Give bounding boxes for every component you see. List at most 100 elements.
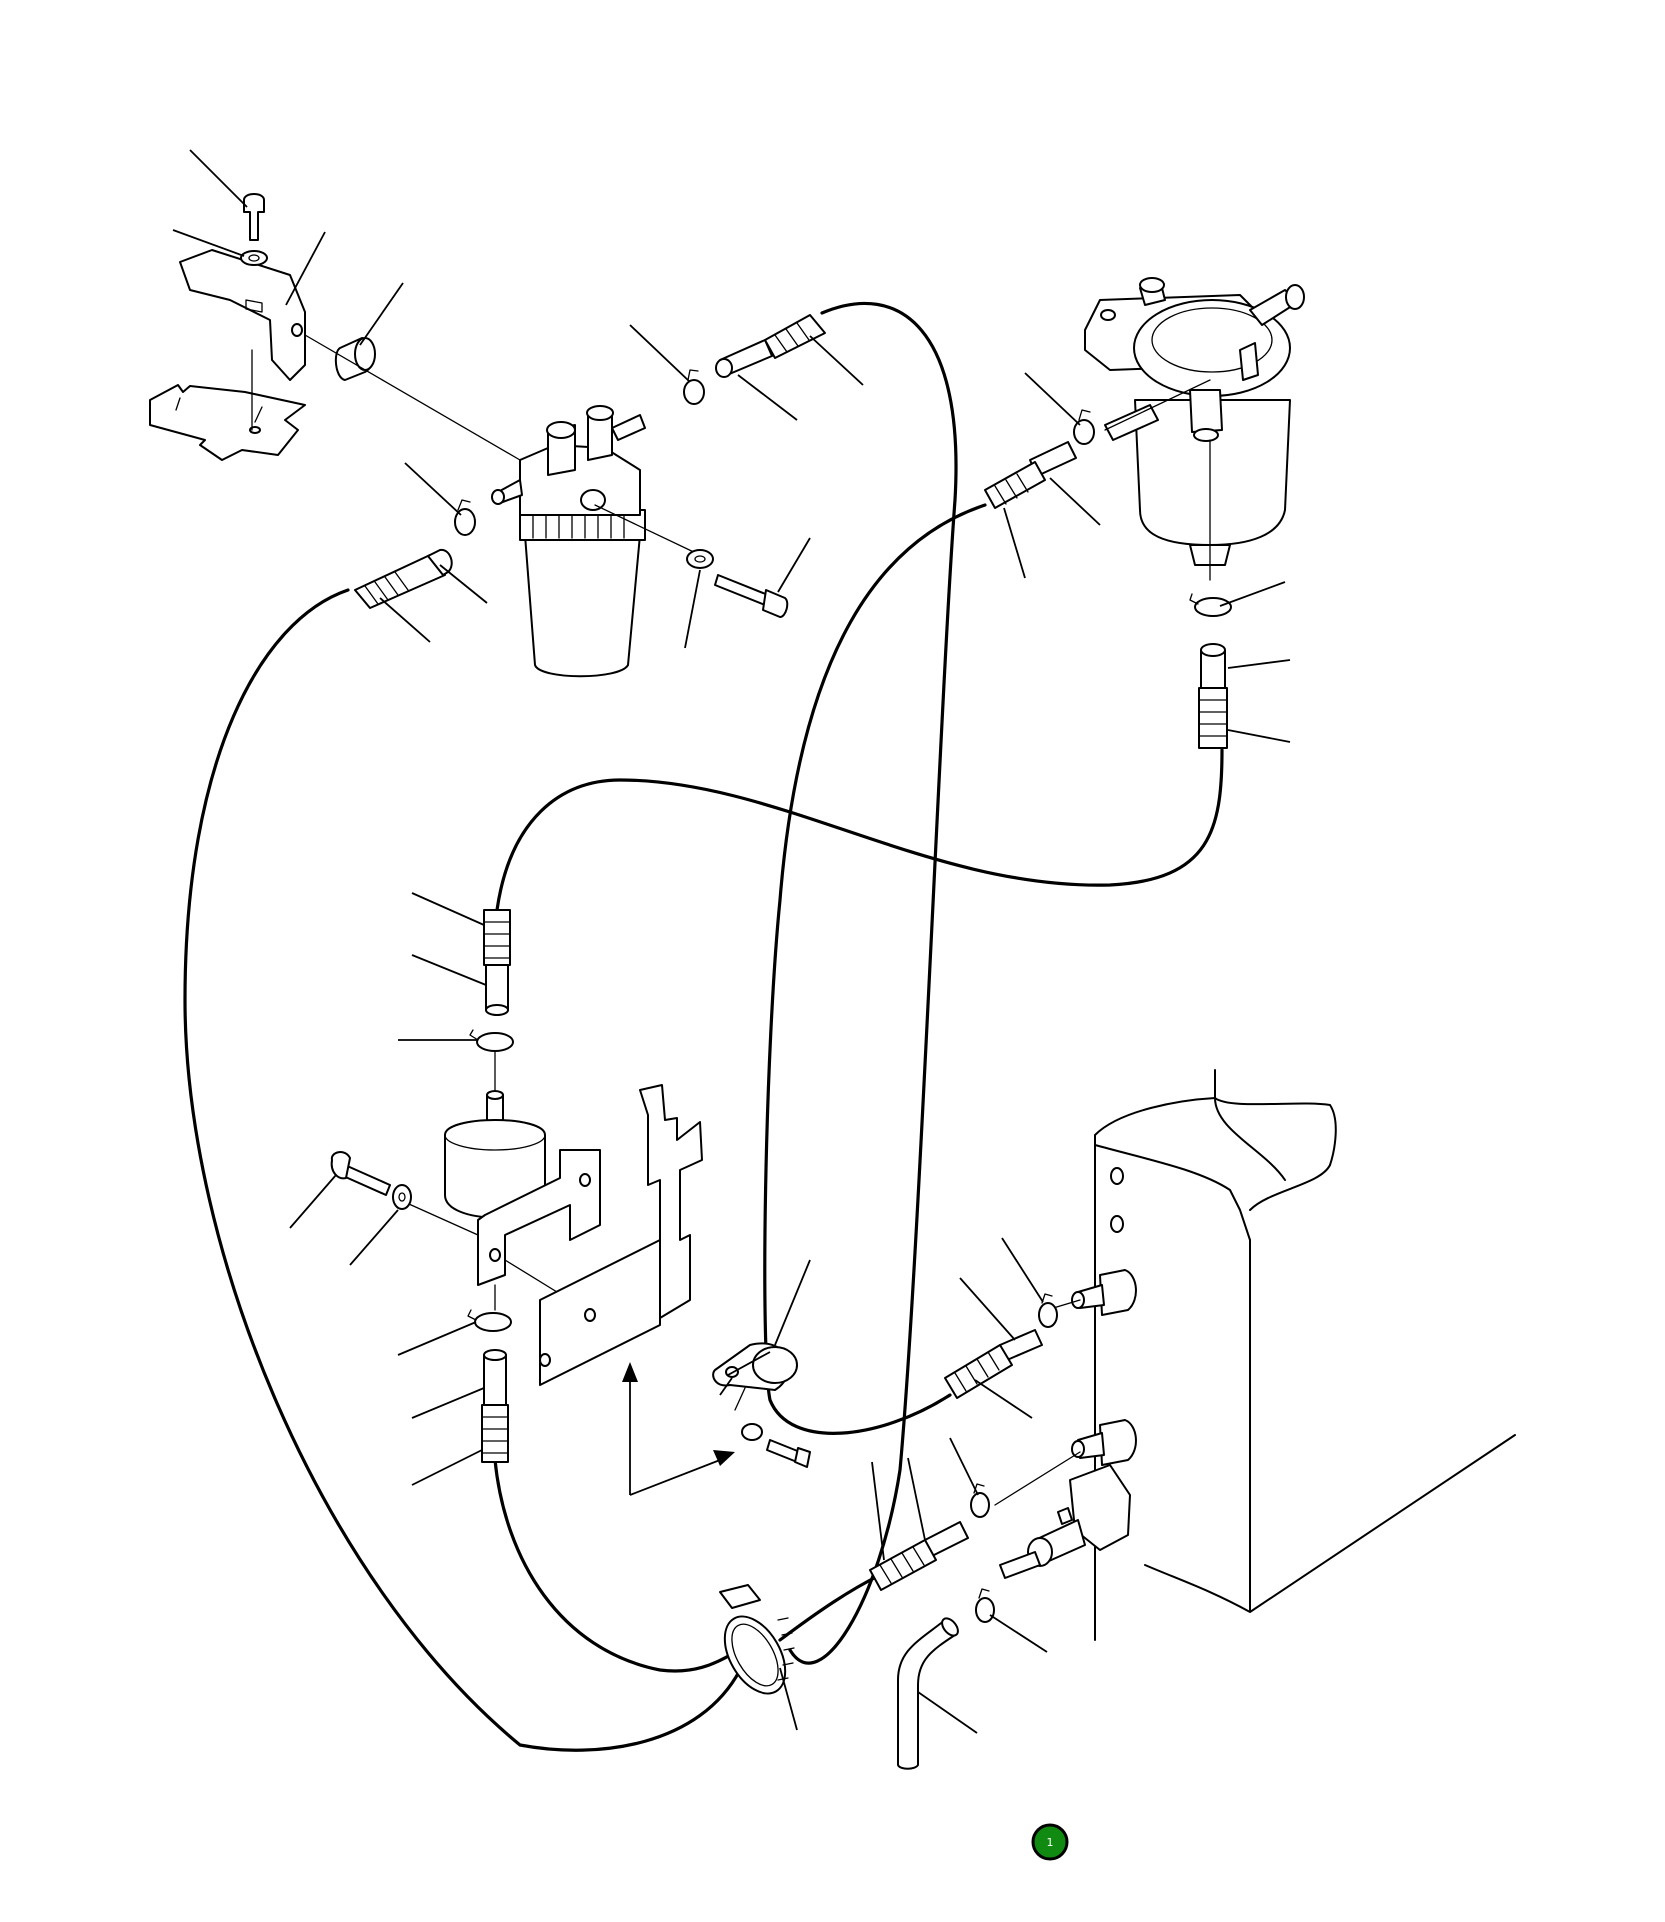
hose-clip: [454, 508, 476, 536]
leader-line: [1001, 1237, 1044, 1303]
p-clip-washer: [741, 1423, 763, 1441]
lock-washer-hole: [248, 254, 260, 262]
band-clamp-tail: [719, 1584, 761, 1609]
hose-clip-tab: [1078, 409, 1091, 421]
leader-line: [779, 1667, 798, 1731]
assembly-line: [994, 1451, 1081, 1506]
inline-filter-top: [444, 1119, 546, 1151]
bracket-hole: [489, 1248, 501, 1262]
lock-washer: [240, 250, 268, 266]
p-clip-loop: [752, 1346, 798, 1384]
lower-right-hose-ends: [869, 1293, 1058, 1770]
leader-line: [172, 229, 245, 257]
callout-leaders: [172, 149, 1291, 1734]
leader-line: [959, 1277, 1016, 1341]
engine-block-outline: [1094, 1069, 1337, 1641]
hose-sleeve: [483, 909, 511, 966]
upper-hose-ends: [354, 314, 1095, 609]
p-clip-group: [712, 1342, 811, 1468]
hose-sleeve: [1198, 687, 1228, 749]
mount-plate: [149, 384, 306, 461]
filter-1-washer: [686, 549, 714, 569]
leader-line: [411, 954, 487, 986]
leader-line: [949, 1437, 979, 1496]
inline-filter: [330, 1090, 601, 1463]
hose-s-curve: [495, 748, 1224, 912]
leader-line: [871, 1461, 885, 1561]
inline-filter-nipple-end: [486, 1090, 504, 1100]
hose-sleeve: [481, 1404, 509, 1463]
up-arrow-icon: [622, 1362, 638, 1382]
hose-clip-tab: [687, 369, 699, 381]
inline-filter-bolt-head: [330, 1151, 351, 1180]
hose-clip-tab: [469, 1029, 479, 1041]
hose-clip: [474, 1312, 512, 1332]
green-circle-badge-icon[interactable]: [1031, 1823, 1069, 1861]
leader-line: [379, 597, 431, 643]
fuel-filter-1: [491, 405, 789, 678]
leader-line: [809, 335, 864, 386]
leader-line: [777, 537, 811, 593]
hose-sleeve-ribs: [364, 571, 409, 605]
leader-line: [359, 282, 404, 346]
hose-clamp-to-fitting: [778, 1573, 882, 1642]
assembly-line: [1104, 379, 1211, 431]
filter-2-cap-top: [1139, 277, 1165, 293]
hose-sleeve: [764, 314, 826, 359]
leader-line: [1003, 507, 1026, 579]
assembly-line: [734, 1387, 746, 1411]
hose-clip: [1038, 1302, 1058, 1328]
hose-sleeve-ribs: [481, 1416, 509, 1454]
leader-line: [411, 1449, 483, 1486]
hose-sleeve-ribs: [994, 473, 1029, 505]
hose-pipe: [483, 1354, 507, 1406]
filter-1-boss-b-top: [586, 405, 614, 421]
page-badge-label: 1: [1047, 1836, 1054, 1849]
right-arrow-icon: [713, 1450, 735, 1466]
hose-sleeve: [869, 1539, 937, 1591]
leader-line: [684, 569, 701, 649]
bracket-bolt: [243, 193, 265, 241]
filter-1-boss-a-top: [546, 421, 576, 439]
filter-1-outlet-nipple: [611, 414, 646, 441]
hose-filter2-to-clip: [763, 503, 987, 1435]
hose-pipe: [485, 964, 509, 1011]
assembly-line: [594, 504, 701, 556]
reference-arrow-line: [629, 1459, 721, 1496]
support-bracket-arm: [639, 1084, 703, 1319]
hose-sleeve: [354, 554, 446, 609]
hose-clip: [1194, 597, 1232, 617]
hose-clip: [1073, 419, 1095, 445]
bracket-hole: [291, 323, 303, 337]
hose-sleeve: [984, 461, 1046, 509]
hose-clip-tab: [1041, 1293, 1053, 1304]
plate-notch: [175, 397, 181, 411]
leader-line: [1227, 729, 1291, 743]
leader-line: [1227, 659, 1291, 669]
hose-sleeve-ribs: [1198, 699, 1228, 737]
elbow-hose: [897, 1619, 956, 1770]
inline-filter-bracket: [477, 1149, 601, 1286]
flange-hole: [1100, 309, 1116, 321]
leader-line: [907, 1457, 926, 1541]
hose-filter1-to-clamp: [183, 588, 742, 1752]
filter-2-top-nipple: [1239, 342, 1259, 381]
hose-clip-tab: [457, 499, 471, 511]
leader-line: [719, 1377, 733, 1396]
engine-block-hole: [1110, 1215, 1124, 1233]
inline-filter-washer: [392, 1184, 412, 1210]
page-badge[interactable]: 1: [1031, 1823, 1069, 1861]
filter-2-outlet-end: [1193, 428, 1219, 442]
fuel-hoses: [183, 301, 1224, 1752]
leader-line: [974, 1379, 1033, 1419]
hose-pipe-end: [485, 1004, 509, 1016]
leader-line: [727, 1351, 771, 1376]
hose-pipe-end: [715, 358, 733, 378]
engine-block-base: [1144, 1434, 1516, 1613]
bracket-hole: [579, 1173, 591, 1187]
pump-cap: [1057, 1507, 1073, 1525]
inline-filter-washer-hole: [398, 1192, 406, 1202]
engine-block: [994, 1069, 1516, 1641]
filter-1-washer-hole: [694, 555, 706, 563]
filter-1-head: [519, 444, 641, 516]
